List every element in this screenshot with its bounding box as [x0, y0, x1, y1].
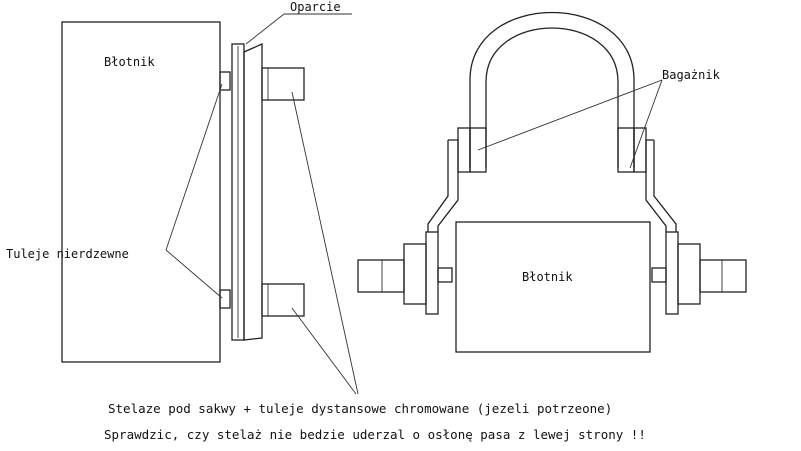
fender-front [455, 221, 651, 353]
left-axle-flange [403, 243, 427, 305]
front-view [357, 12, 747, 353]
right-clamp-plate [633, 127, 647, 173]
note-line-2: Sprawdzic, czy stelaż nie bedzie uderzal… [104, 427, 646, 442]
bagaznik-leader-right [629, 79, 663, 169]
label-blotnik-side: Błotnik [104, 55, 155, 69]
right-small-bushing [651, 267, 667, 283]
left-arm-outer [437, 139, 459, 232]
note-line-1: Stelaze pod sakwy + tuleje dystansowe ch… [108, 401, 612, 416]
note-leader-top [291, 91, 359, 395]
label-tuleje: Tuleje nierdzewne [6, 247, 129, 261]
label-oparcie: Oparcie [290, 0, 341, 14]
right-arm-outer [645, 139, 667, 232]
right-clamp-block [617, 127, 635, 173]
rack-arch-outer [469, 12, 635, 168]
right-axle-tube [699, 259, 747, 293]
backrest-plate-outer [243, 42, 263, 341]
right-axle-flange [677, 243, 701, 305]
rack-arch-inner [485, 27, 619, 168]
left-rail [425, 231, 439, 315]
right-rail [665, 231, 679, 315]
left-axle-tube [357, 259, 405, 293]
left-clamp-block [469, 127, 487, 173]
tuleje-leader-top [165, 83, 223, 251]
bagaznik-leader-left [477, 79, 663, 151]
right-arm-inner [653, 140, 677, 232]
spacer-bottom [261, 283, 305, 317]
side-view [61, 13, 359, 395]
bushing-top [219, 71, 231, 91]
label-bagaznik: Bagażnik [662, 68, 721, 82]
label-blotnik-front: Błotnik [522, 270, 573, 284]
oparcie-leader [245, 13, 285, 45]
spacer-top [261, 67, 305, 101]
left-arm-inner [427, 140, 449, 232]
tuleje-leader-bottom [165, 249, 223, 299]
left-clamp-plate [457, 127, 471, 173]
note-leader-bottom [291, 307, 357, 395]
fender-side [61, 21, 221, 363]
bushing-bottom [219, 289, 231, 309]
left-small-bushing [437, 267, 453, 283]
